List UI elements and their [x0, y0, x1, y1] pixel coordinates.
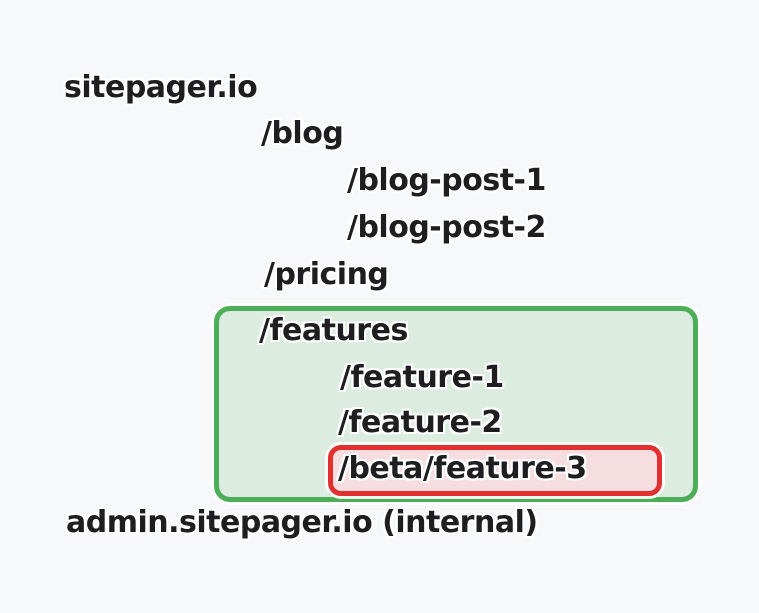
- node-pricing: /pricing: [264, 257, 389, 292]
- node-root-domain: sitepager.io: [64, 70, 258, 105]
- node-beta-feature-3: /beta/feature-3: [338, 451, 587, 486]
- node-feature-1: /feature-1: [340, 360, 504, 395]
- beta-feature-highlight-box: [328, 445, 662, 496]
- node-features: /features: [259, 313, 408, 348]
- node-admin-domain: admin.sitepager.io (internal): [66, 505, 538, 540]
- node-blog-post-1: /blog-post-1: [347, 163, 546, 198]
- node-feature-2: /feature-2: [338, 405, 502, 440]
- node-blog: /blog: [261, 116, 344, 151]
- node-blog-post-2: /blog-post-2: [347, 210, 546, 245]
